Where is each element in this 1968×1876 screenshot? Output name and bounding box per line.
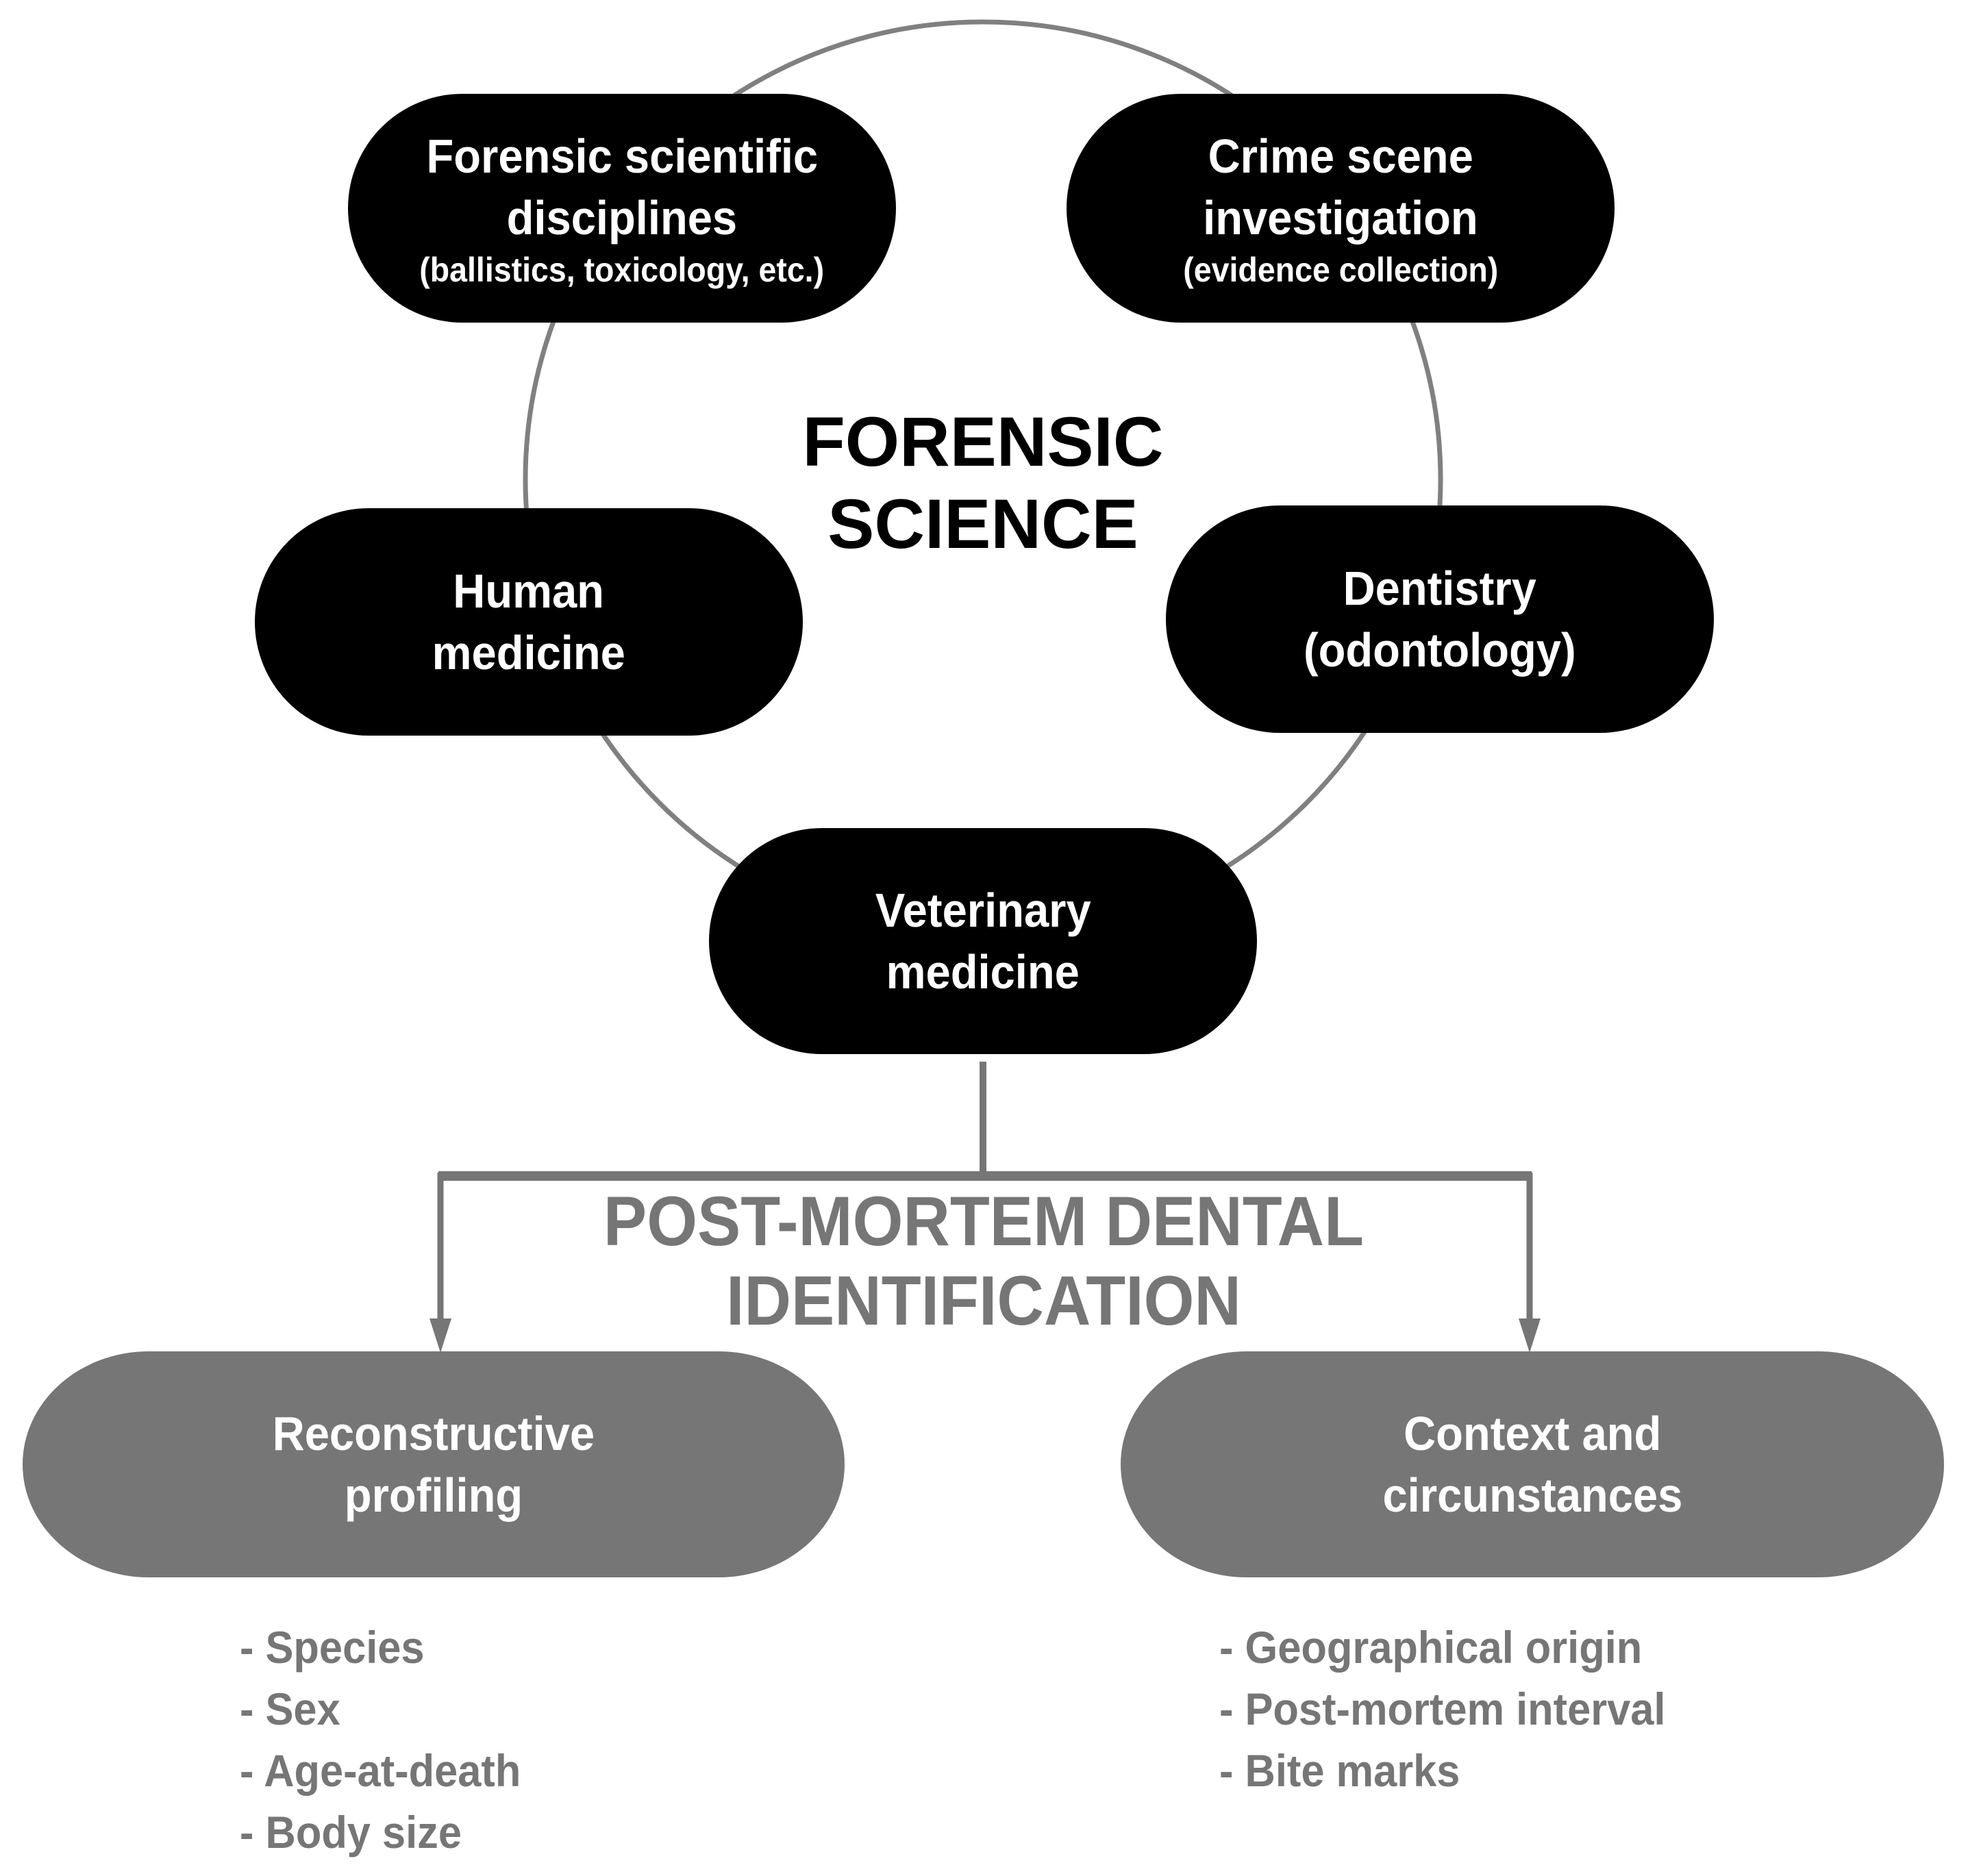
title-line: POST-MORTEM DENTAL bbox=[603, 1182, 1365, 1260]
list-item: - Body size bbox=[240, 1807, 462, 1858]
node-sublabel: (evidence collection) bbox=[1183, 251, 1498, 289]
node-dentistry: Dentistry (odontology) bbox=[1166, 505, 1714, 733]
list-item: - Post-mortem interval bbox=[1219, 1684, 1666, 1734]
node-label-line: Reconstructive bbox=[272, 1407, 595, 1460]
title-line: SCIENCE bbox=[827, 485, 1138, 563]
node-label-line: medicine bbox=[432, 626, 626, 679]
node-forensic-scientific-disciplines: Forensic scientific disciplines (ballist… bbox=[348, 94, 896, 323]
list-item: - Bite marks bbox=[1219, 1745, 1460, 1796]
reconstructive-list: - Species - Sex - Age-at-death - Body si… bbox=[240, 1616, 521, 1863]
node-label-line: profiling bbox=[344, 1468, 523, 1522]
list-item: - Species bbox=[240, 1622, 425, 1673]
node-label-line: Dentistry bbox=[1343, 562, 1537, 615]
node-reconstructive-profiling: Reconstructive profiling bbox=[23, 1351, 845, 1577]
node-label-line: Veterinary bbox=[875, 884, 1091, 937]
node-label-line: investigation bbox=[1203, 191, 1478, 245]
node-label-line: circunstances bbox=[1382, 1468, 1682, 1522]
right-arrow-head bbox=[1519, 1318, 1541, 1353]
list-item: - Geographical origin bbox=[1219, 1622, 1643, 1673]
node-label-line: Crime scene bbox=[1208, 129, 1473, 183]
context-list: - Geographical origin - Post-mortem inte… bbox=[1219, 1616, 1665, 1801]
node-context-and-circumstances: Context and circunstances bbox=[1121, 1351, 1944, 1577]
node-label-line: Forensic scientific bbox=[426, 129, 818, 183]
node-crime-scene-investigation: Crime scene investigation (evidence coll… bbox=[1067, 94, 1615, 323]
node-sublabel: (ballistics, toxicology, etc.) bbox=[419, 251, 825, 289]
node-label-line: (odontology) bbox=[1304, 623, 1576, 677]
title-line: IDENTIFICATION bbox=[726, 1262, 1241, 1340]
node-label-line: disciplines bbox=[506, 191, 738, 245]
node-label-line: Human bbox=[453, 564, 605, 618]
post-mortem-title: POST-MORTEM DENTAL IDENTIFICATION bbox=[538, 1181, 1430, 1340]
node-label-line: Context and bbox=[1403, 1407, 1662, 1460]
title-line: FORENSIC bbox=[802, 403, 1164, 481]
left-arrow-head bbox=[429, 1318, 451, 1353]
list-item: - Sex bbox=[240, 1684, 340, 1734]
node-human-medicine: Human medicine bbox=[255, 508, 803, 736]
node-label-line: medicine bbox=[886, 945, 1080, 999]
node-veterinary-medicine: Veterinary medicine bbox=[709, 828, 1257, 1054]
forensic-science-title: FORENSIC SCIENCE bbox=[709, 401, 1257, 565]
list-item: - Age-at-death bbox=[240, 1745, 521, 1796]
